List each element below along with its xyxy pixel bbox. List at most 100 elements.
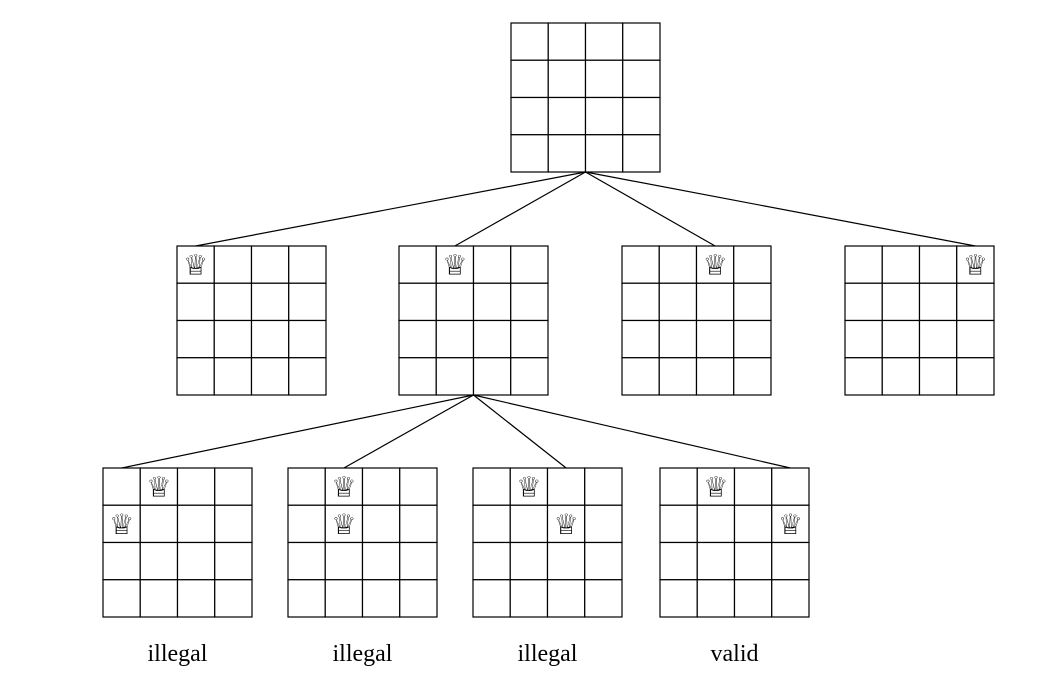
board-cell [733,467,773,506]
board-cell [288,319,327,359]
board-cell [546,541,586,581]
board-root [510,22,661,173]
edge-q-r1c2-to-q-r1c2-r2c3 [473,394,567,469]
chess-queen-icon: ♕ [442,249,467,282]
board-cell [918,357,958,396]
board-cell [771,579,810,618]
board-cell [510,59,549,99]
board-cell [584,504,623,544]
chess-queen-icon: ♕ [963,249,988,282]
board-cell [288,357,327,396]
board-cell [213,319,253,359]
board-q-r1c3: ♕ [621,245,772,396]
board-q-r1c1: ♕ [176,245,327,396]
board-status-label: valid [710,641,759,667]
edge-root-to-q-r1c3 [585,171,716,247]
board-cell [398,282,437,322]
board-q-r1c2-r2c4: ♕♕ [659,467,810,618]
board-cell [844,245,883,284]
board-cell [584,541,623,581]
board-cell [288,245,327,284]
board-cell [659,467,698,506]
board-cell [658,282,698,322]
board-cell [844,319,883,359]
board-cell [214,467,253,506]
board-cell [510,22,549,61]
board-cell [733,245,772,284]
chess-queen-icon: ♕ [554,508,579,541]
board-cell [361,467,401,506]
board-status-label: illegal [332,641,393,667]
board-cell [510,96,549,136]
board-cell [547,59,587,99]
board-cell [881,319,921,359]
board-cell [472,541,511,581]
board-cell [472,282,512,322]
board-cell [139,579,179,618]
board-cell [622,22,661,61]
chess-queen-icon: ♕ [331,508,356,541]
board-cell [509,541,549,581]
board-cell [956,245,995,284]
board-cell [102,541,141,581]
edge-q-r1c2-to-q-r1c2-r2c4 [473,394,791,469]
board-cell [398,319,437,359]
board-cell [139,541,179,581]
board-cell [214,579,253,618]
board-cell [695,319,735,359]
board-cell [584,579,623,618]
board-cell [472,504,511,544]
board-cell [102,467,141,506]
board-cell [546,467,586,506]
board-cell [622,96,661,136]
board-cell [472,467,511,506]
board-cell [214,504,253,544]
board-cell [956,357,995,396]
chess-queen-icon: ♕ [109,508,134,541]
board-cell [771,541,810,581]
board-cell [324,504,364,544]
board-status-label: illegal [147,641,208,667]
board-q-r1c2-r2c2: ♕♕ [287,467,438,618]
board-cell [250,282,290,322]
board-cell [398,245,437,284]
board-cell [176,319,215,359]
board-cell [250,319,290,359]
board-cell [399,579,438,618]
board-cell [361,504,401,544]
board-cell [621,282,660,322]
chess-queen-icon: ♕ [516,471,541,504]
board-cell [176,541,216,581]
board-cell [399,541,438,581]
board-cell [361,541,401,581]
board-cell [918,282,958,322]
board-cell [658,357,698,396]
board-cell [287,541,326,581]
chess-queen-icon: ♕ [703,249,728,282]
board-cell [546,579,586,618]
board-cell [547,96,587,136]
board-cell [733,319,772,359]
board-cell [435,357,475,396]
board-cell [472,319,512,359]
board-cell [510,319,549,359]
board-cell [399,467,438,506]
board-cell [621,245,660,284]
board-cell [510,282,549,322]
board-cell [139,504,179,544]
board-cell [659,504,698,544]
board-cell [213,357,253,396]
board-cell [214,541,253,581]
board-cell [733,282,772,322]
tree-edges [121,171,976,469]
board-cell [547,134,587,173]
board-cell [956,282,995,322]
board-cell [398,357,437,396]
board-cell [622,134,661,173]
board-status-label: illegal [517,641,578,667]
board-cell [472,357,512,396]
board-cell [176,504,216,544]
board-cell [881,357,921,396]
board-cell [287,504,326,544]
board-cell [472,245,512,284]
